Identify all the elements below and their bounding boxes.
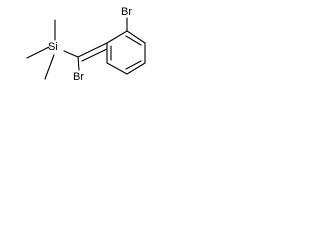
vinyl-br-bond [77,56,80,71]
benzene-ring [106,30,146,75]
si-vinyl-bond [63,50,79,58]
vinyl-bromine-label: Br [73,71,84,83]
si-label: Si [48,41,58,53]
alkene-double-bond [77,42,108,62]
aryl-bromine-label: Br [121,6,132,18]
structure-diagram: Si Br Br [26,6,146,83]
methyl-bond-left [26,46,50,59]
methyl-bond-bottom [44,54,55,80]
